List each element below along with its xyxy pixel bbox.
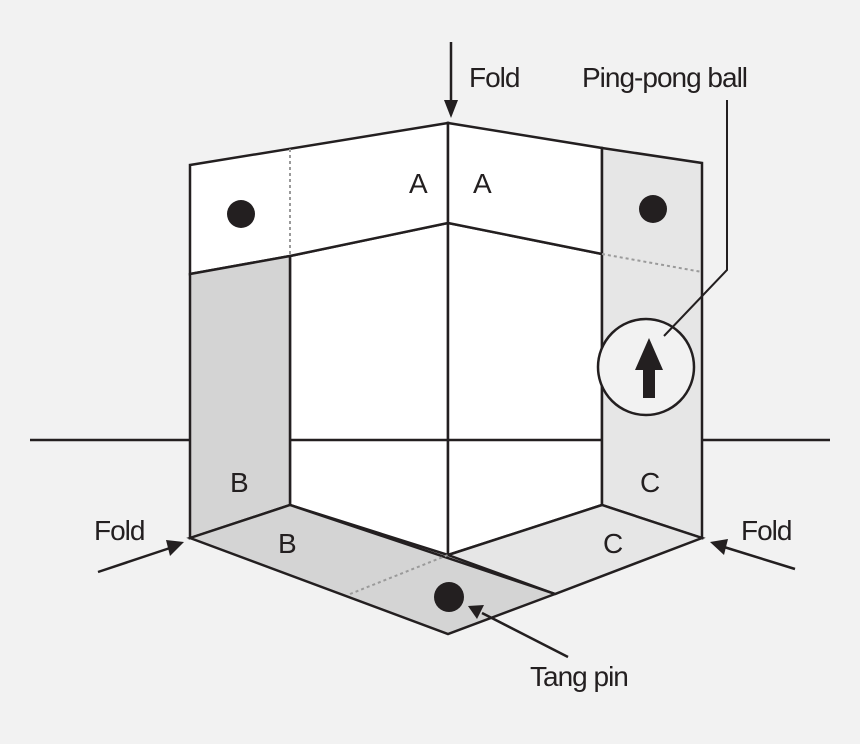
- panel-b-bottom: [186, 503, 559, 636]
- panel-b-vertical-label: B: [230, 467, 248, 498]
- panel-c-bottom-label: C: [603, 528, 623, 559]
- hole-dot-top-left: [227, 200, 255, 228]
- panel-c-dotted-crease: [601, 253, 703, 273]
- fold-left-label: Fold: [94, 515, 144, 546]
- tang-pin-label: Tang pin: [530, 661, 628, 692]
- fold-left-arrowhead: [166, 540, 184, 556]
- right-back-panel: [446, 221, 604, 557]
- fold-top-label: Fold: [469, 62, 519, 93]
- tang-pin-arrowhead: [468, 605, 484, 619]
- fold-left-arrow-shaft: [97, 546, 171, 574]
- panel-c-vertical-label: C: [640, 467, 660, 498]
- panel-a-right-label: A: [473, 168, 492, 199]
- ping-pong-ball-label: Ping-pong ball: [582, 62, 747, 93]
- tang-pin-leader-line: [481, 611, 569, 659]
- fold-top-arrowhead: [444, 100, 458, 118]
- fold-right-arrowhead: [710, 539, 728, 555]
- fold-right-label: Fold: [741, 515, 791, 546]
- ping-pong-leader-line: [663, 100, 728, 337]
- panel-b-bottom-label: B: [278, 528, 296, 559]
- up-arrow-icon: [635, 338, 663, 398]
- left-back-panel: [288, 221, 450, 557]
- hole-dot-top-right: [639, 195, 667, 223]
- fold-right-arrow-shaft: [723, 545, 796, 571]
- panel-a-left-label: A: [409, 168, 428, 199]
- panel-a-left: [188, 121, 450, 276]
- tang-pin-dot: [434, 582, 464, 612]
